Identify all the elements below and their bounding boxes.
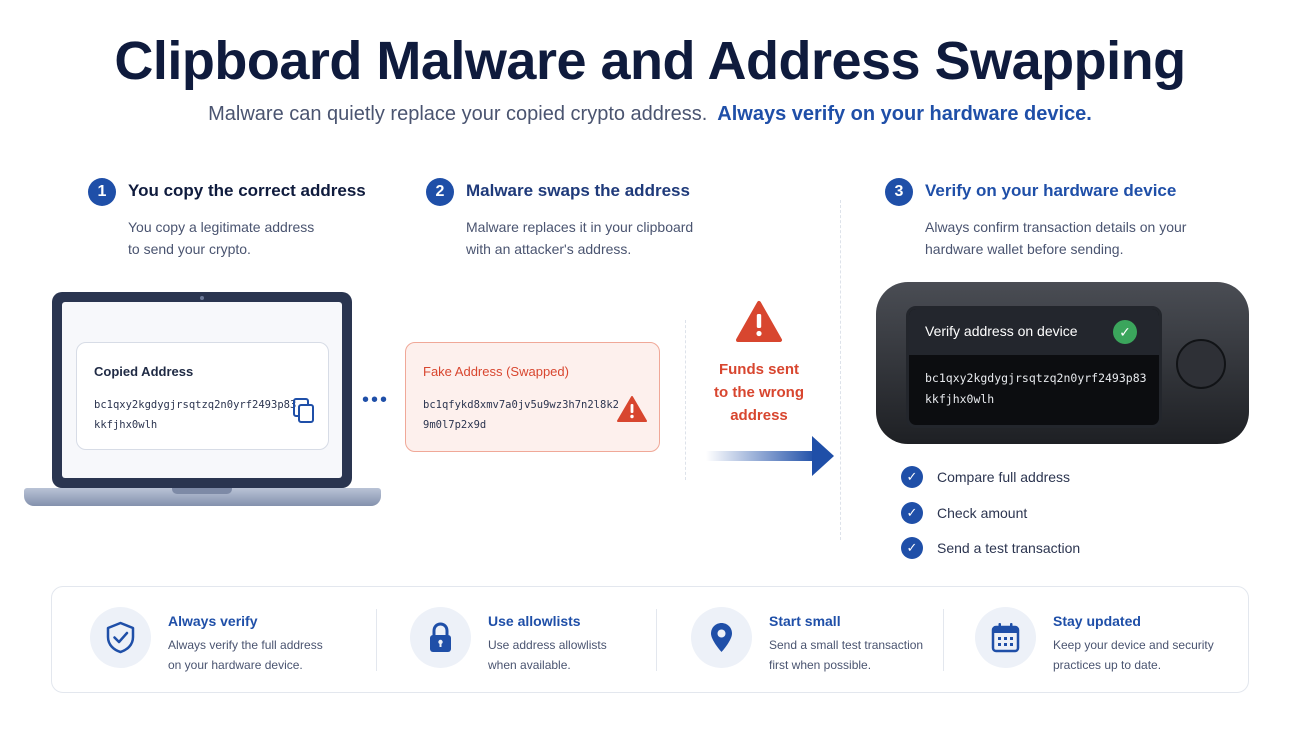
step-desc-3: Always confirm transaction details on yo… xyxy=(925,219,1187,257)
step-title-1: You copy the correct address xyxy=(128,181,366,200)
shield-check-icon xyxy=(106,621,135,654)
laptop-notch xyxy=(172,488,232,494)
copy-icon[interactable] xyxy=(292,398,316,424)
check-circle-icon: ✓ xyxy=(1113,320,1137,344)
check-icon: ✓ xyxy=(901,466,923,488)
calendar-icon xyxy=(991,623,1020,653)
hardware-wallet-device: Verify address on device ✓ bc1qxy2kgdygj… xyxy=(876,282,1249,444)
subtitle-emphasis: Always verify on your hardware device. xyxy=(717,103,1092,125)
copied-address-card: Copied Address bc1qxy2kgdygjrsqtzq2n0yrf… xyxy=(76,342,329,450)
check-icon: ✓ xyxy=(901,537,923,559)
tip-separator xyxy=(656,609,657,671)
location-pin-icon xyxy=(711,623,732,652)
tip-separator xyxy=(943,609,944,671)
device-screen: Verify address on device ✓ bc1qxy2kgdygj… xyxy=(906,306,1162,428)
device-button[interactable] xyxy=(1176,339,1226,389)
page-title: Clipboard Malware and Address Swapping xyxy=(114,31,1186,91)
laptop-camera xyxy=(200,296,204,300)
checklist-label: Send a test transaction xyxy=(937,540,1081,556)
checklist-label: Check amount xyxy=(937,505,1028,521)
laptop-base xyxy=(24,488,381,506)
device-screen-title: Verify address on device xyxy=(925,323,1078,339)
connector-dots: ••• xyxy=(362,389,390,411)
page-subtitle: Malware can quietly replace your copied … xyxy=(0,103,1300,126)
right-arrow-icon xyxy=(706,436,834,476)
divider-2 xyxy=(840,200,841,540)
fake-address-title: Fake Address (Swapped) xyxy=(423,364,569,379)
divider-1 xyxy=(685,320,686,480)
subtitle-text: Malware can quietly replace your copied … xyxy=(208,103,708,125)
warning-icon xyxy=(617,396,647,422)
lock-icon xyxy=(430,622,451,652)
step-number-1: 1 xyxy=(88,178,116,206)
copied-address-title: Copied Address xyxy=(94,364,194,379)
checklist-label: Compare full address xyxy=(937,469,1071,485)
tips-panel: Always verify Always verify the full add… xyxy=(51,586,1249,693)
fake-address-card: Fake Address (Swapped) bc1qfykd8xmv7a0jv… xyxy=(405,342,660,452)
check-icon: ✓ xyxy=(901,502,923,524)
tip-title: Start small xyxy=(769,613,841,629)
warning-triangle-icon xyxy=(736,301,782,342)
tip-title: Always verify xyxy=(168,613,258,629)
tip-separator xyxy=(376,609,377,671)
tip-title: Stay updated xyxy=(1053,613,1141,629)
step-title-2: Malware swaps the address xyxy=(466,181,690,200)
step-title-3: Verify on your hardware device xyxy=(925,181,1177,200)
step-number-2: 2 xyxy=(426,178,454,206)
tip-title: Use allowlists xyxy=(488,613,581,629)
step-number-3: 3 xyxy=(885,178,913,206)
